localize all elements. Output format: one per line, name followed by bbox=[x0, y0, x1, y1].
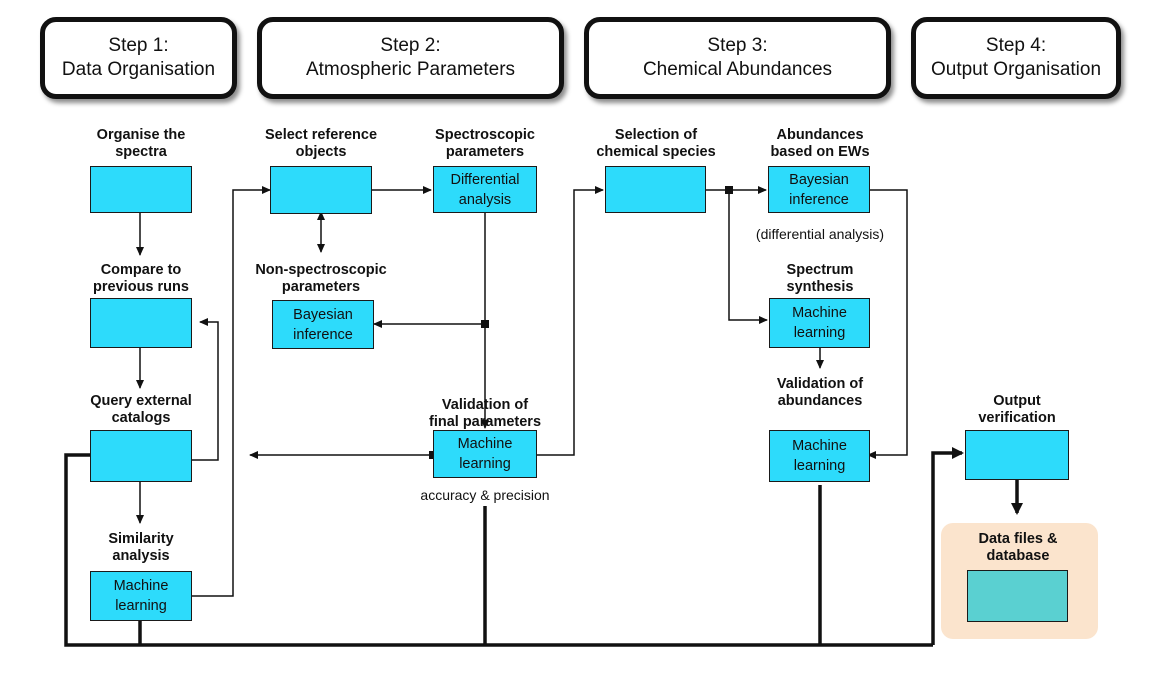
selection-species-box bbox=[605, 166, 706, 213]
step-4-number: Step 4: bbox=[985, 35, 1047, 56]
nonspec-label: Non-spectroscopic parameters bbox=[255, 262, 387, 295]
validation-params-label: Validation of final parameters bbox=[428, 397, 542, 430]
abund-ew-box: Bayesian inference bbox=[768, 166, 870, 213]
arrow-bus-to-output bbox=[931, 447, 964, 645]
query-label: Query external catalogs bbox=[90, 393, 192, 426]
arrow-to-synthesis bbox=[728, 190, 768, 324]
accuracy-note: accuracy & precision bbox=[420, 487, 550, 503]
compare-box bbox=[90, 298, 192, 348]
step-3-header: Step 3: Chemical Abundances bbox=[584, 17, 891, 99]
step-1-number: Step 1: bbox=[108, 35, 169, 56]
arrow-similarity-to-select bbox=[192, 186, 271, 597]
selection-species-label: Selection of chemical species bbox=[596, 127, 716, 160]
bus-line bbox=[64, 453, 933, 647]
step-2-number: Step 2: bbox=[380, 35, 441, 56]
differential-analysis-note: (differential analysis) bbox=[755, 226, 885, 242]
nonspec-box: Bayesian inference bbox=[272, 300, 374, 349]
junction-dot bbox=[481, 320, 489, 328]
synthesis-label: Spectrum synthesis bbox=[786, 262, 854, 295]
junction-dot bbox=[725, 186, 733, 194]
query-box bbox=[90, 430, 192, 482]
step-3-number: Step 3: bbox=[707, 35, 768, 56]
datafiles-label: Data files & database bbox=[978, 531, 1058, 564]
validation-abund-box: Machine learning bbox=[769, 430, 870, 482]
validation-abund-label: Validation of abundances bbox=[776, 376, 864, 409]
step-1-title: Data Organisation bbox=[61, 59, 216, 80]
organise-box bbox=[90, 166, 192, 213]
organise-label: Organise the spectra bbox=[96, 127, 186, 160]
spectroscopic-label: Spectroscopic parameters bbox=[435, 127, 535, 160]
spectroscopic-box: Differential analysis bbox=[433, 166, 537, 213]
step-2-header: Step 2: Atmospheric Parameters bbox=[257, 17, 564, 99]
database-box bbox=[967, 570, 1068, 622]
arrow-abund-to-validation bbox=[867, 189, 908, 459]
output-verification-label: Output verification bbox=[978, 393, 1056, 426]
step-2-title: Atmospheric Parameters bbox=[305, 59, 516, 80]
step-4-title: Output Organisation bbox=[930, 59, 1102, 80]
select-ref-box bbox=[270, 166, 372, 214]
similarity-label: Similarity analysis bbox=[108, 531, 174, 564]
step-4-header: Step 4: Output Organisation bbox=[911, 17, 1121, 99]
compare-label: Compare to previous runs bbox=[93, 262, 189, 295]
step-1-header: Step 1: Data Organisation bbox=[40, 17, 237, 99]
select-ref-label: Select reference objects bbox=[264, 127, 378, 160]
synthesis-box: Machine learning bbox=[769, 298, 870, 348]
abund-ew-label: Abundances based on EWs bbox=[770, 127, 870, 160]
validation-params-box: Machine learning bbox=[433, 430, 537, 478]
similarity-box: Machine learning bbox=[90, 571, 192, 621]
arrow-validation-to-selection bbox=[537, 186, 604, 456]
arrow-query-to-compare bbox=[192, 318, 219, 461]
step-3-title: Chemical Abundances bbox=[642, 59, 833, 80]
output-verification-box bbox=[965, 430, 1069, 480]
